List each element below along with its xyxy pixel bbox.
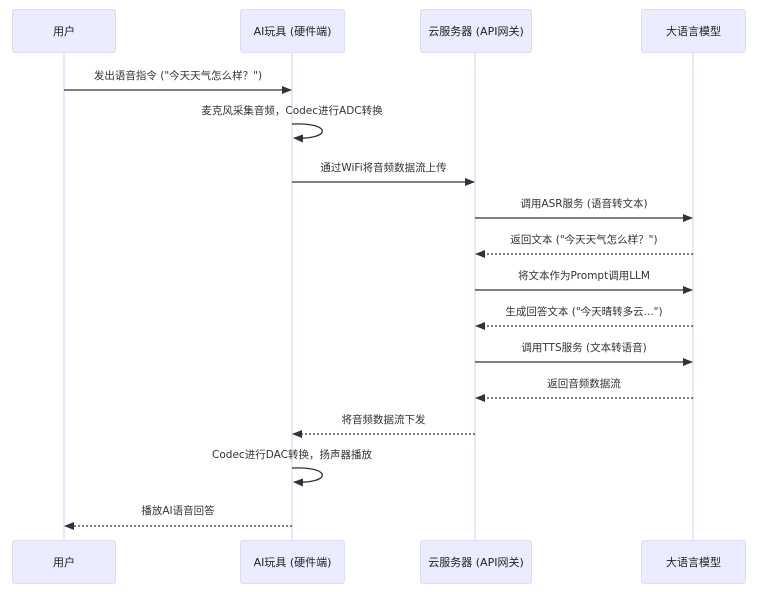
message-label-5: 返回文本 ("今天天气怎么样？") [510, 234, 658, 246]
message-label-1: 发出语音指令 ("今天天气怎么样？") [93, 70, 263, 82]
message-label-7: 生成回答文本 ("今天晴转多云...") [505, 306, 663, 318]
message-label-12: 播放AI语音回答 [141, 505, 215, 517]
message-label-9: 返回音频数据流 [547, 378, 621, 390]
participant-label: AI玩具 (硬件端) [253, 25, 332, 38]
participant-server-bottom: 云服务器 (API网关) [420, 540, 532, 584]
participant-label: 云服务器 (API网关) [428, 25, 524, 38]
message-label-2: 麦克风采集音频，Codec进行ADC转换 [201, 105, 383, 117]
message-arrow-11 [291, 467, 323, 487]
participant-label: 云服务器 (API网关) [428, 556, 524, 569]
participant-label: 用户 [53, 556, 75, 569]
message-label-4: 调用ASR服务 (语音转文本) [520, 198, 648, 210]
participant-llm-top: 大语言模型 [641, 9, 746, 53]
message-arrow-2 [291, 123, 323, 143]
participant-server-top: 云服务器 (API网关) [420, 9, 532, 53]
participant-toy-top: AI玩具 (硬件端) [240, 9, 345, 53]
participant-toy-bottom: AI玩具 (硬件端) [240, 540, 345, 584]
message-label-3: 通过WiFi将音频数据流上传 [320, 162, 447, 174]
message-label-10: 将音频数据流下发 [341, 414, 426, 426]
message-label-11: Codec进行DAC转换，扬声器播放 [212, 449, 372, 461]
participant-user-top: 用户 [12, 9, 116, 53]
participant-label: AI玩具 (硬件端) [253, 556, 332, 569]
message-label-8: 调用TTS服务 (文本转语音) [521, 342, 647, 354]
message-label-6: 将文本作为Prompt调用LLM [518, 270, 650, 282]
participant-label: 大语言模型 [666, 556, 721, 569]
participant-llm-bottom: 大语言模型 [641, 540, 746, 584]
participant-label: 大语言模型 [666, 25, 721, 38]
participant-user-bottom: 用户 [12, 540, 116, 584]
participant-label: 用户 [53, 25, 75, 38]
